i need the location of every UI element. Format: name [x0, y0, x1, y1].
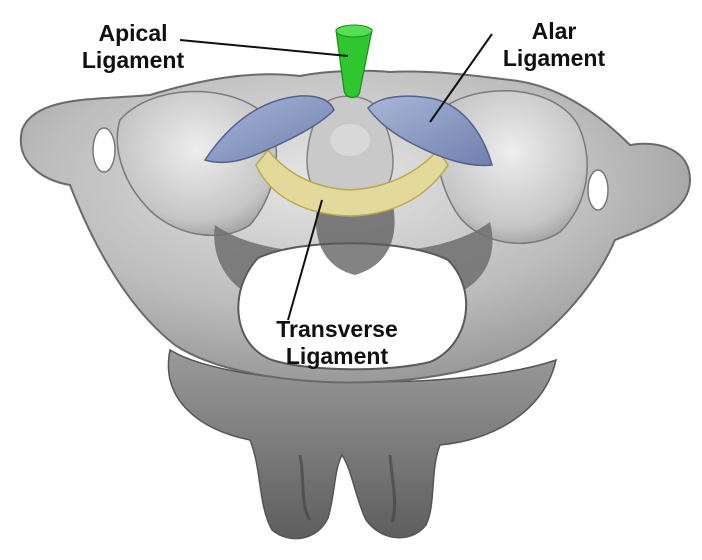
alar-ligament-label: Alar Ligament: [484, 18, 624, 72]
left-transverse-foramen: [92, 127, 116, 173]
apical-ligament-label: Apical Ligament: [72, 20, 194, 74]
transverse-label-line2: Ligament: [285, 343, 389, 369]
transverse-ligament: [255, 148, 449, 217]
axis-vertebra: [167, 348, 558, 540]
right-alar-ligament: [367, 95, 493, 167]
right-transverse-foramen: [587, 169, 609, 211]
alar-label-line2: Ligament: [502, 45, 606, 71]
transverse-label-line1: Transverse: [276, 316, 398, 342]
alar-leader-line: [429, 33, 493, 123]
apical-leader-line: [179, 39, 349, 57]
apical-label-line1: Apical: [98, 20, 168, 46]
left-alar-ligament: [203, 95, 335, 164]
transverse-leader-line: [287, 199, 323, 321]
alar-label-line1: Alar: [531, 18, 577, 44]
transverse-ligament-label: Transverse Ligament: [262, 316, 412, 370]
apical-label-line2: Ligament: [81, 47, 185, 73]
